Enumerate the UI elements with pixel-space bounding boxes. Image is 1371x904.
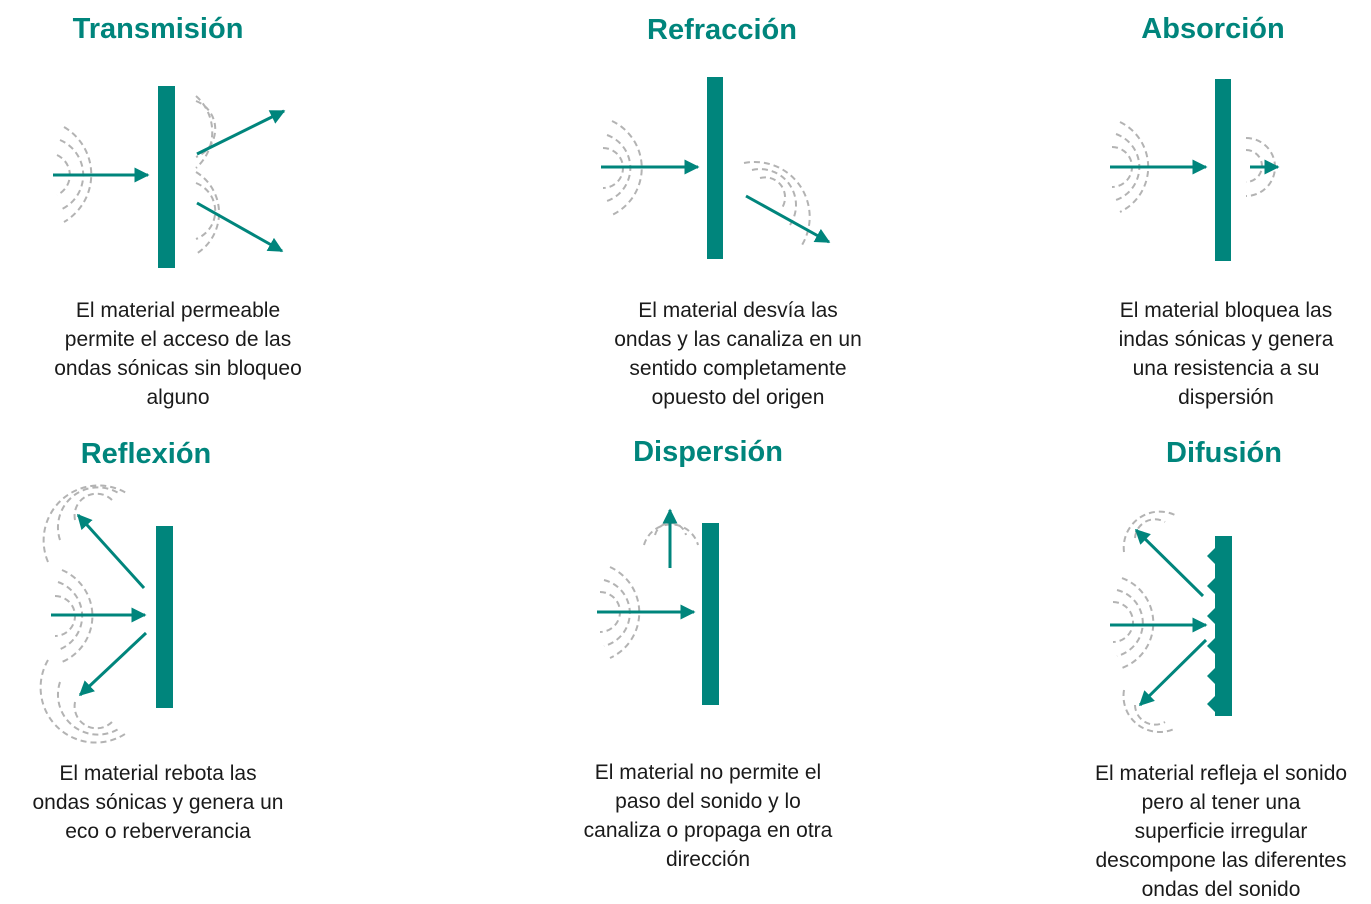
description-line: una resistencia a su	[1132, 357, 1320, 380]
barrier-wall	[702, 523, 719, 705]
description-line: pero al tener una	[1141, 791, 1301, 814]
diffusion-figure	[1110, 510, 1232, 733]
description-line: dirección	[665, 848, 751, 871]
description-line: ondas del sonido	[1141, 878, 1301, 901]
barrier-wall	[158, 86, 175, 268]
title-difusion: Difusión	[1166, 437, 1282, 469]
sound-waves	[599, 522, 699, 659]
arrows	[601, 159, 831, 244]
description-line: El material refleja el sonido	[1094, 762, 1348, 785]
title-transmision: Transmisión	[72, 13, 244, 45]
description-line: indas sónicas y genera	[1118, 328, 1334, 351]
description-line: descompone las diferentes	[1095, 849, 1347, 872]
arrows	[53, 109, 286, 253]
description-line: opuesto del origen	[651, 386, 825, 409]
absorption-figure	[1110, 79, 1280, 261]
diffuser-ridges	[1207, 548, 1215, 712]
transmission-figure	[53, 86, 286, 268]
diffuser-wall	[1215, 536, 1232, 716]
description-line: ondas sónicas sin bloqueo	[54, 357, 302, 380]
barrier-wall	[707, 77, 723, 259]
description-line: permite el acceso de las	[64, 328, 292, 351]
description-line: sentido completamente	[629, 357, 847, 380]
description-line: superficie irregular	[1134, 820, 1308, 843]
title-dispersion: Dispersión	[633, 436, 783, 468]
title-absorcion: Absorción	[1141, 13, 1285, 45]
description-line: El material rebota las	[59, 762, 257, 785]
sound-waves	[602, 120, 811, 246]
arrows	[51, 513, 148, 697]
description-refraccion: El material desvía las ondas y las canal…	[578, 296, 898, 412]
description-line: El material no permite el	[594, 761, 822, 784]
description-line: ondas y las canaliza en un	[614, 328, 862, 351]
barrier-wall	[156, 526, 173, 708]
title-refraccion: Refracción	[647, 14, 797, 46]
description-reflexion: El material rebota las ondas sónicas y g…	[0, 759, 316, 846]
reflection-figure	[39, 484, 173, 744]
refraction-figure	[601, 77, 831, 259]
arrows	[597, 508, 696, 620]
description-line: alguno	[146, 386, 210, 409]
description-absorcion: El material bloquea las indas sónicas y …	[1086, 296, 1366, 412]
description-line: dispersión	[1178, 386, 1274, 409]
description-line: ondas sónicas y genera un	[32, 791, 284, 814]
description-line: El material desvía las	[638, 299, 838, 322]
barrier-wall	[1215, 79, 1231, 261]
description-transmision: El material permeable permite el acceso …	[18, 296, 338, 412]
dispersion-figure	[597, 508, 719, 705]
sound-waves	[1112, 510, 1177, 733]
description-line: El material permeable	[75, 299, 281, 322]
description-line: canaliza o propaga en otra	[583, 819, 833, 842]
description-line: El material bloquea las	[1119, 299, 1333, 322]
description-line: paso del sonido y lo	[615, 790, 801, 813]
description-dispersion: El material no permite el paso del sonid…	[548, 758, 868, 874]
description-line: eco o reberverancia	[65, 820, 251, 843]
arrows	[1110, 528, 1208, 707]
title-reflexion: Reflexión	[80, 438, 212, 470]
description-difusion: El material refleja el sonido pero al te…	[1071, 759, 1371, 904]
